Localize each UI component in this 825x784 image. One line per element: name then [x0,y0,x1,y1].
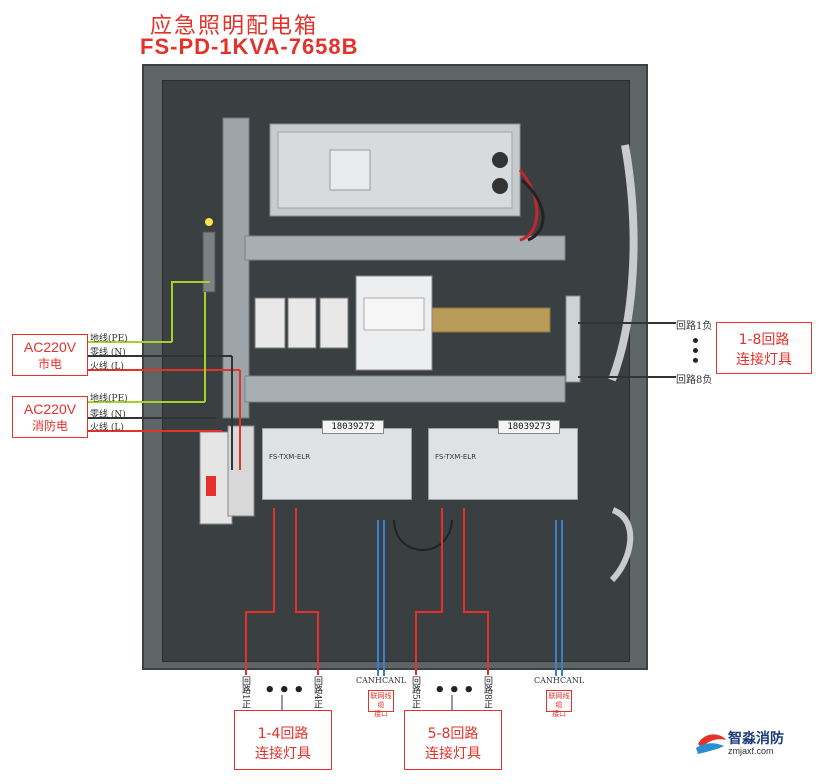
can-h-label-1: CANH [356,676,382,685]
bottom-right-output-box: 5-8回路 连接灯具 [404,710,502,770]
can-h-label-2: CANH [534,676,560,685]
bottom-right-box-line2: 连接灯具 [425,746,481,762]
right-loop-first-label: 回路1负 [676,321,713,332]
right-ellipsis: ••• [686,336,702,366]
right-output-box: 1-8回路 连接灯具 [716,322,812,374]
loop-1-positive-label: 回路1正 [240,676,250,709]
bottom-right-ellipsis: ••• [434,680,478,701]
network-cable-tag-1-text: 联网线缆 [370,692,392,709]
bottom-left-box-line2: 连接灯具 [255,746,311,762]
brand-name: 智淼消防 [728,731,784,747]
fire-l-label: 火线 (L) [90,423,124,433]
right-box-line1: 1-8回路 [738,332,790,348]
mains-n-label: 零线 (N) [90,348,126,358]
brand-url: zmjaxf.com [728,746,774,756]
mains-l-label: 火线 (L) [90,362,124,372]
mains-pe-label: 地线(PE) [90,334,128,344]
right-box-line2: 连接灯具 [736,352,792,368]
module-1-serial: 18039272 [322,420,384,434]
fire-label: 消防电 [31,419,68,433]
loop-5-positive-label: 回路5正 [410,676,420,709]
network-cable-tag-2-text: 联网线缆 [548,692,570,709]
loop-4-positive-label: 回路4正 [312,676,322,709]
bottom-right-box-line1: 5-8回路 [427,726,479,742]
bottom-left-output-box: 1-4回路 连接灯具 [234,710,332,770]
fire-voltage: AC220V [23,401,77,417]
network-cable-tag-1-text2: 接口 [374,710,388,718]
mains-label: 市电 [37,357,62,371]
network-cable-tag-1: 联网线缆 接口 [368,690,394,718]
mains-input-box: AC220V 市电 [12,334,88,376]
brand-logo-icon [696,734,726,754]
model-number: FS-PD-1KVA-7658B [140,34,359,59]
module-2-serial: 18039273 [498,420,560,434]
bottom-left-box-line1: 1-4回路 [257,726,309,742]
fire-pe-label: 地线(PE) [90,394,128,404]
network-cable-tag-2-text2: 接口 [552,710,566,718]
network-cable-tag-2: 联网线缆 接口 [546,690,572,718]
loop-8-positive-label: 回路8正 [482,676,492,709]
right-loop-last-label: 回路8负 [676,375,713,386]
bottom-left-ellipsis: ••• [264,680,308,701]
fire-input-box: AC220V 消防电 [12,396,88,438]
can-l-label-1: CANL [382,676,407,685]
fire-n-label: 零线 (N) [90,410,126,420]
can-l-label-2: CANL [560,676,585,685]
mains-voltage: AC220V [23,339,77,355]
diagram-title: 应急照明配电箱 [150,14,319,39]
